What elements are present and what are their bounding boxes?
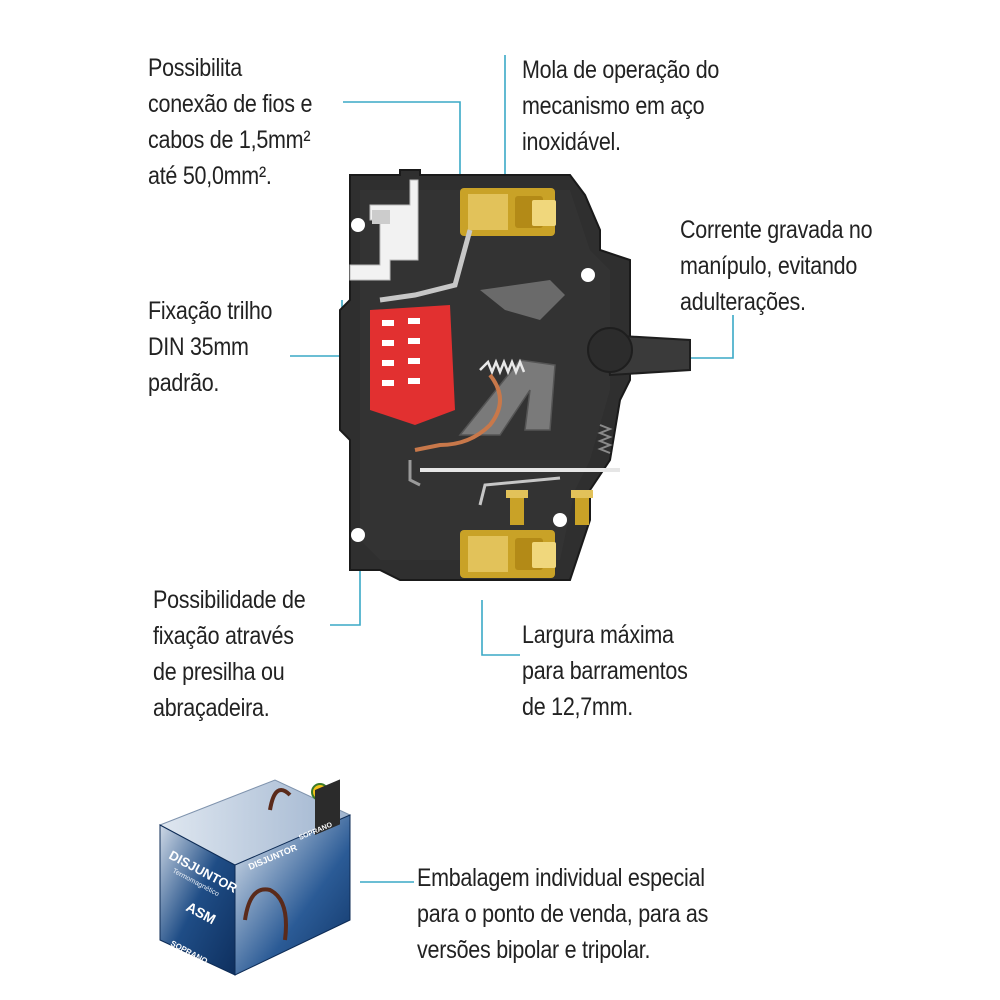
- annotation-line: versões bipolar e tripolar.: [417, 936, 651, 964]
- annotation-line: manípulo, evitando: [680, 252, 858, 280]
- annotation-line: Possibilita: [148, 54, 242, 82]
- circuit-breaker-cutaway: [339, 169, 691, 581]
- arc-chute: [370, 305, 455, 425]
- annotation-line: para o ponto de venda, para as: [417, 900, 709, 928]
- annotation-line: abraçadeira.: [153, 694, 270, 722]
- annotation-line: para barramentos: [522, 657, 688, 685]
- annotation-line: Fixação trilho: [148, 297, 273, 325]
- annotation-line: até 50,0mm².: [148, 162, 272, 190]
- annotation-engraved-current: Corrente gravada no manípulo, evitando a…: [680, 212, 873, 320]
- annotation-line: adulterações.: [680, 288, 806, 316]
- annotation-wire-connection: Possibilita conexão de fios e cabos de 1…: [148, 50, 312, 194]
- annotation-line: DIN 35mm: [148, 333, 249, 361]
- annotation-line: de 12,7mm.: [522, 693, 633, 721]
- mounting-hole: [553, 513, 567, 527]
- mechanism-lever: [480, 280, 565, 320]
- annotation-line: Mola de operação do: [522, 56, 720, 84]
- annotation-packaging: Embalagem individual especial para o pon…: [417, 860, 708, 968]
- operating-spring: [479, 358, 526, 376]
- mounting-hole: [351, 218, 365, 232]
- annotation-line: Embalagem individual especial: [417, 864, 705, 892]
- annotation-line: Possibilidade de: [153, 586, 306, 614]
- bottom-terminal: [460, 530, 556, 578]
- annotation-line: conexão de fios e: [148, 90, 313, 118]
- leader-wire-connection: [343, 101, 461, 178]
- copper-braid: [414, 373, 502, 452]
- annotation-line: Largura máxima: [522, 621, 674, 649]
- annotation-busbar-width: Largura máxima para barramentos de 12,7m…: [522, 617, 688, 725]
- annotation-line: fixação através: [153, 622, 294, 650]
- annotation-line: inoxidável.: [522, 128, 621, 156]
- top-terminal: [460, 188, 556, 236]
- annotation-line: mecanismo em aço: [522, 92, 705, 120]
- annotation-spring: Mola de operação do mecanismo em aço ino…: [522, 52, 719, 160]
- calibration-screw: [506, 490, 528, 525]
- calibration-screw: [571, 490, 593, 525]
- annotation-line: de presilha ou: [153, 658, 285, 686]
- annotation-clip-mount: Possibilidade de fixação através de pres…: [153, 582, 306, 726]
- leader-clip-mount: [330, 565, 361, 626]
- annotation-din-rail: Fixação trilho DIN 35mm padrão.: [148, 293, 273, 401]
- box-side: [234, 814, 351, 976]
- leader-engraved-current: [688, 315, 734, 359]
- mounting-hole: [581, 268, 595, 282]
- leader-busbar-width: [481, 600, 520, 656]
- mounting-hole: [351, 528, 365, 542]
- annotation-line: cabos de 1,5mm²: [148, 126, 311, 154]
- packaging-box: DISJUNTOR Termomagnético ASM SOPRANO DIS…: [158, 779, 352, 976]
- annotation-line: padrão.: [148, 369, 220, 397]
- annotation-line: Corrente gravada no: [680, 216, 873, 244]
